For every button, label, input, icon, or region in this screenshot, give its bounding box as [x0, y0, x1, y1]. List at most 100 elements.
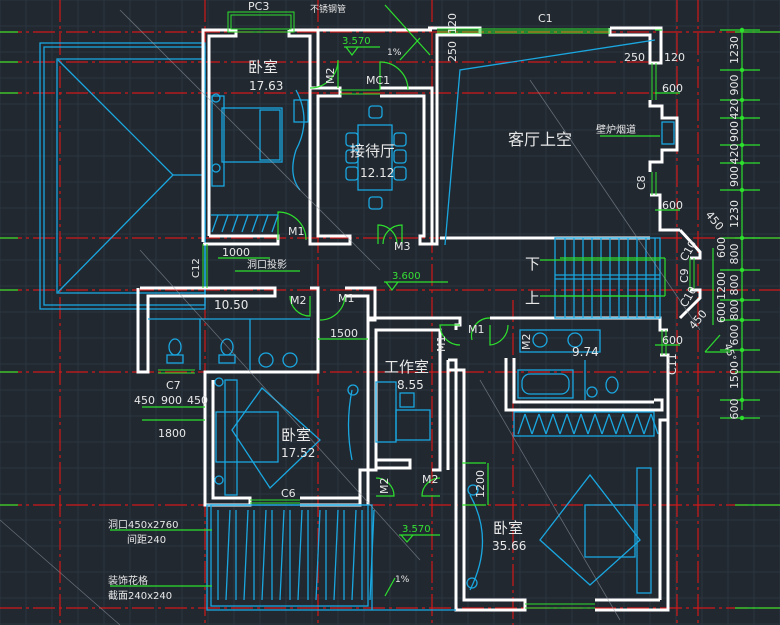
right-dimension-chain: 1230900420900420900123080080080060015006… [728, 36, 741, 420]
window-label-c9: C9 [678, 268, 691, 283]
dim-tick-dot [739, 115, 745, 121]
right-dimension-value: 800 [728, 275, 741, 296]
room-name-master-bedroom: 卧室 [493, 519, 523, 537]
right-dimension-value: 1230 [728, 36, 741, 64]
door-label-mc1: MC1 [366, 74, 390, 87]
dim-tick-dot [739, 397, 745, 403]
opening-projection-note: 洞口投影 [247, 258, 287, 271]
room-area-master-bedroom: 35.66 [492, 539, 526, 553]
right-dimension-value: 800 [728, 300, 741, 321]
dim-tick-dot [739, 297, 745, 303]
wardrobe-hatch [221, 214, 229, 233]
right-dimension-value: 900 [728, 166, 741, 187]
room-area-wc: 10.50 [214, 298, 248, 312]
door-label-m2-top: M2 [324, 68, 337, 85]
door-label-m3: M3 [394, 240, 411, 253]
window-label-c10-bottom: C10 [677, 284, 699, 309]
wardrobe-hatch [650, 413, 659, 435]
right-dimension-value: 600 [728, 399, 741, 420]
dim-bay-450-top: 450 [703, 209, 726, 233]
window-label-c12: C12 [191, 258, 202, 278]
dim-c8-600-top: 600 [662, 82, 683, 95]
dim-c7-1800: 1800 [158, 427, 186, 440]
wardrobe-hatch [559, 413, 568, 435]
labels: 不锈钢管 PC3 C1 C6 C7 C8 C9 C10 C10 C11 C12 … [108, 0, 741, 602]
right-dimension-value: 420 [728, 144, 741, 165]
door-label-m2-bath: M2 [520, 334, 533, 351]
door-label-m2-low-a: M2 [378, 478, 391, 495]
door-label-m2-low-b: M2 [422, 473, 439, 486]
door-swings [277, 59, 509, 497]
elevation-stair: 3.600 [392, 271, 421, 282]
wardrobe-hatch [587, 413, 596, 435]
lattice-bar [261, 509, 267, 601]
chair [368, 196, 383, 210]
stair-down-label: 下 [525, 255, 540, 273]
room-name-reception: 接待厅 [350, 142, 395, 160]
dim-bay-600-b: 600 [715, 302, 728, 323]
right-dimension-value: 1500 [728, 361, 741, 389]
dim-tick-dot [739, 235, 745, 241]
section-note: 截面240x240 [108, 589, 172, 602]
dim-bay-450-bottom: 450 [686, 307, 709, 331]
wardrobe-hatch [594, 413, 603, 435]
windows [158, 11, 695, 609]
lattice-bar [351, 509, 357, 601]
chair [345, 149, 359, 164]
room-name-study: 工作室 [384, 358, 429, 376]
lattice-bar [297, 509, 303, 601]
lattice-bar [315, 509, 321, 601]
dim-tick-dot [739, 347, 745, 353]
stair-up-label: 上 [525, 289, 540, 307]
dim-c12-1000: 1000 [222, 246, 250, 259]
room-area-study: 8.55 [397, 378, 424, 392]
chair [368, 105, 383, 119]
dim-tick-dot [739, 267, 745, 273]
dim-tick-dot [739, 142, 745, 148]
dim-tick-dot [739, 317, 745, 323]
dim-bay-600-a: 600 [715, 237, 728, 258]
wardrobe-hatch [261, 214, 269, 233]
room-name-living-void: 客厅上空 [508, 130, 572, 149]
lattice-bar [369, 509, 375, 601]
wardrobe-hatch [538, 413, 547, 435]
walls [136, 26, 702, 612]
wardrobe-hatch [573, 413, 582, 435]
chair [345, 132, 359, 147]
wardrobe-hatch [608, 413, 617, 435]
dim-tick-dot [739, 160, 745, 166]
right-dimension-value: 900 [728, 121, 741, 142]
fireplace-flue-note: 壁炉烟道 [596, 123, 636, 136]
slope-bottom: 1% [395, 575, 410, 585]
wardrobe-hatch [580, 413, 589, 435]
door-label-m1-study-b: M1 [468, 323, 485, 336]
wardrobe-hatch [629, 413, 638, 435]
wardrobe-hatch [251, 214, 259, 233]
wardrobe-hatch [601, 413, 610, 435]
door-label-m2-wc: M2 [290, 294, 307, 307]
room-name-bedroom-1: 卧室 [248, 58, 278, 76]
dim-c7-450-a: 450 [134, 394, 155, 407]
wardrobe-hatch [271, 214, 279, 233]
slope-top: 1% [387, 48, 402, 58]
wardrobe-hatch [211, 214, 219, 233]
dim-tick-dot [739, 415, 745, 421]
door-label-m1-hall: M1 [338, 292, 355, 305]
dim-top-250-left: 250 [446, 41, 459, 62]
right-dimension-value: 420 [728, 99, 741, 120]
dim-tick-dot [739, 67, 745, 73]
door-label-m1-study-a: M1 [435, 336, 448, 353]
door-label-m1-bed: M1 [288, 225, 305, 238]
room-area-reception: 12.12 [360, 166, 394, 180]
chair [345, 166, 359, 181]
wardrobe-hatch [231, 214, 239, 233]
elevation-top: 3.570 [342, 36, 371, 47]
dim-tick-dot [739, 187, 745, 193]
dim-bay-1200: 1200 [715, 272, 728, 300]
opening-size-note: 洞口450x2760 [108, 519, 178, 531]
room-name-bedroom-2: 卧室 [281, 426, 311, 444]
room-area-bedroom-1: 17.63 [249, 79, 283, 93]
